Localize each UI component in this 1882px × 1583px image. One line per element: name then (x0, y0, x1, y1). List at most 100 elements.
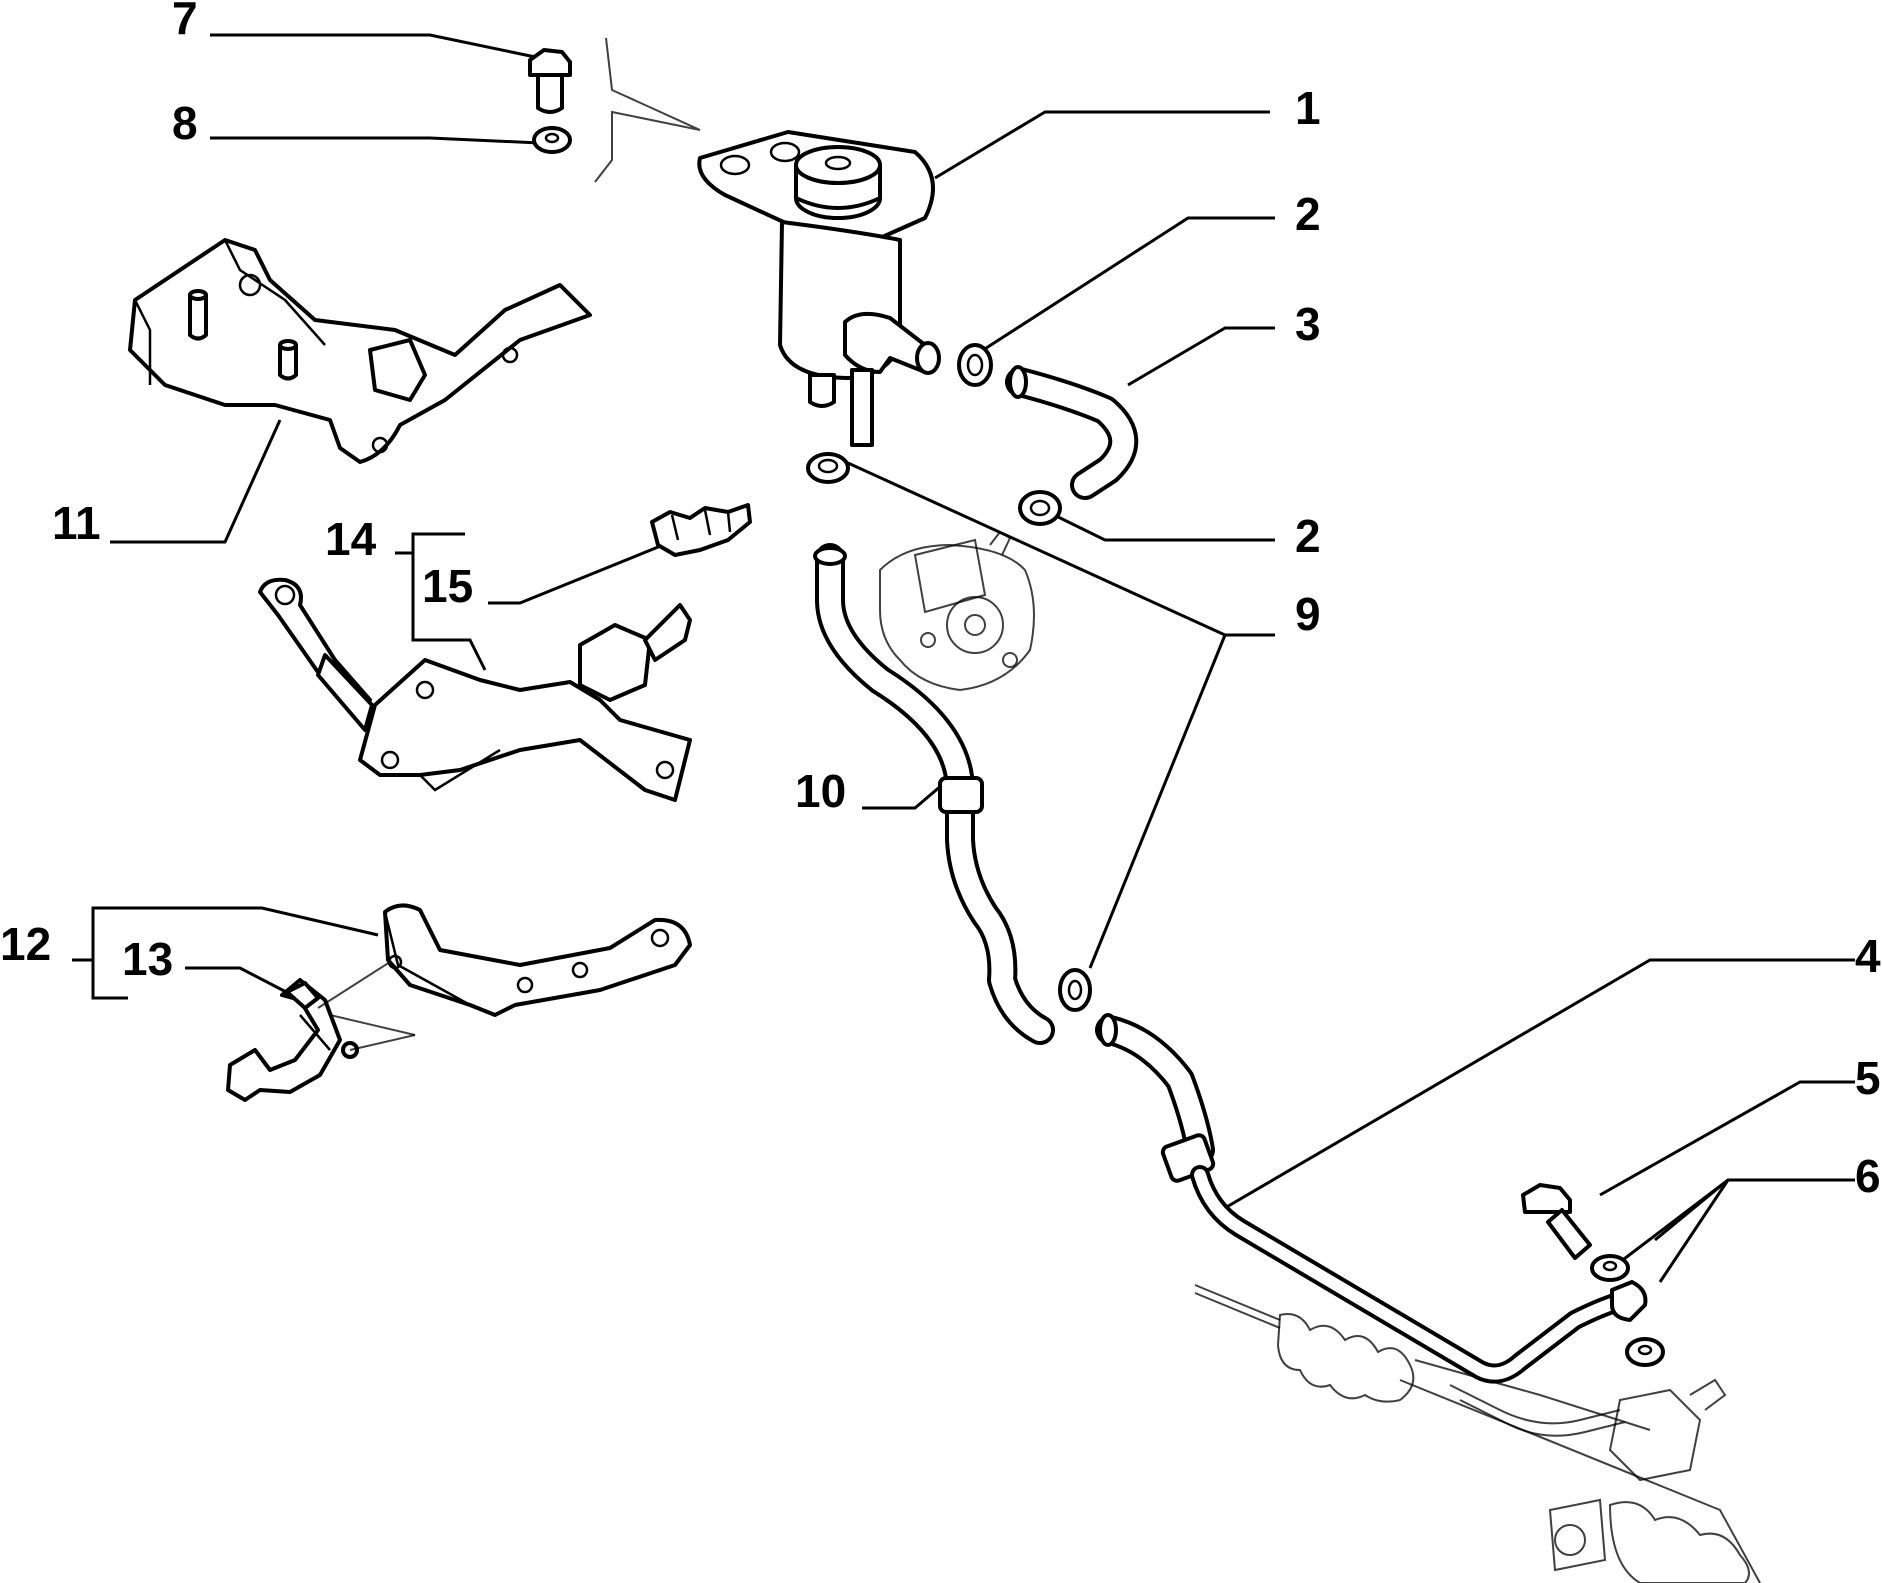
clip-ridge (299, 1014, 331, 1051)
stud-cap (278, 339, 298, 351)
clamp-inner (1029, 499, 1051, 517)
pump-bolt (920, 632, 936, 648)
rack-valve (1608, 1388, 1702, 1482)
bracket-plate (358, 658, 692, 802)
leader-9b (1088, 634, 1227, 969)
clip-ridge (703, 509, 712, 536)
bracket-11 (128, 238, 592, 464)
leader-6c (1658, 1179, 1730, 1283)
leader-12 (93, 906, 379, 937)
rack-mount (1554, 1524, 1586, 1556)
pump-fitting (989, 530, 1012, 556)
label-10: 10 (795, 765, 846, 817)
label-1: 1 (1295, 82, 1321, 134)
hose-fill (1009, 371, 1135, 496)
washer (1625, 1337, 1665, 1367)
washer (1590, 1254, 1630, 1282)
clip-ridge (726, 511, 732, 533)
bolt-7 (528, 48, 572, 114)
leader-8 (210, 136, 541, 145)
rack-tierod (1194, 1292, 1281, 1329)
pipe-4 (1095, 1013, 1648, 1384)
leader-10 (862, 783, 943, 810)
clip-align-line (317, 961, 391, 1009)
bracket-12 (383, 903, 692, 1017)
leader-lines (110, 33, 1855, 1283)
leader-2a (979, 216, 1275, 354)
stud-cap (188, 289, 208, 301)
clamp-inner (1067, 979, 1083, 1001)
leader-6b (1654, 1178, 1729, 1242)
rack-boot-lower (1608, 1501, 1750, 1583)
outlet-pipe (850, 368, 874, 447)
pump-block (913, 538, 987, 614)
leader-6 (1619, 1178, 1855, 1264)
bolt-5 (1521, 1183, 1592, 1260)
label-15: 15 (422, 560, 473, 612)
pump-body (879, 543, 1035, 692)
pump-hub (964, 614, 986, 636)
clip-15 (650, 503, 752, 557)
label-6: 6 (1855, 1150, 1881, 1202)
clamp-2-bottom (1018, 490, 1062, 526)
rack-boot (1276, 1313, 1415, 1403)
clamp-ring (1058, 968, 1092, 1012)
clamp-inner (817, 458, 839, 474)
label-13: 13 (122, 933, 173, 985)
label-2: 2 (1295, 188, 1321, 240)
label-9: 9 (1295, 588, 1321, 640)
bracket-hole (655, 760, 675, 780)
label-2: 2 (1295, 510, 1321, 562)
label-12: 12 (0, 918, 51, 970)
hose-end (1008, 365, 1028, 399)
pipe-fill (1194, 1169, 1631, 1380)
hose-fill (819, 547, 1051, 1041)
washer-hole (544, 132, 560, 144)
reservoir (697, 130, 941, 447)
leader-15 (488, 543, 664, 605)
clip-tab (285, 981, 320, 1010)
clip-align-line (349, 1034, 416, 1051)
label-5: 5 (1855, 1052, 1881, 1104)
bracket-hole (516, 976, 534, 994)
leader-2b (1047, 510, 1275, 542)
clip-body (650, 503, 752, 557)
bracket-hole (380, 750, 400, 770)
label-14: 14 (325, 513, 377, 565)
bolt-shank (1546, 1208, 1592, 1260)
label-8: 8 (172, 97, 198, 149)
hose-sleeve (938, 776, 984, 814)
pump (879, 530, 1035, 692)
clip-ridge (670, 514, 680, 541)
clamp-9-top (806, 452, 850, 484)
leader-7 (210, 33, 541, 60)
bracket-fold (383, 911, 471, 1007)
label-11: 11 (52, 497, 101, 549)
bracket-stud (278, 343, 298, 381)
bracket-stud (188, 293, 208, 341)
clip-align-line (329, 1014, 416, 1036)
leader-3 (1127, 326, 1275, 387)
washer (532, 126, 572, 154)
bracket-hole (238, 273, 262, 297)
washer-hole (1602, 1260, 1618, 1272)
bolt-head (528, 48, 572, 77)
rack-pipe-lines (1449, 1384, 1621, 1425)
pump-bolt (1002, 652, 1018, 668)
hose-10 (813, 543, 1055, 1045)
bracket-tower (578, 623, 652, 702)
clamp-ring (806, 452, 850, 484)
pipe-hose-end (1098, 1013, 1118, 1047)
leader-13 (185, 966, 293, 997)
hose-3 (1005, 365, 1139, 500)
bracket-flange (133, 299, 152, 385)
leader-5 (1599, 1080, 1855, 1197)
leader-4 (1217, 958, 1855, 1214)
bracket-hole (650, 928, 670, 948)
label-3: 3 (1295, 298, 1321, 350)
bracket-hole (415, 680, 435, 700)
reservoir-outlet (843, 311, 927, 374)
group-brackets (72, 532, 487, 1000)
cap-knob (824, 155, 852, 171)
